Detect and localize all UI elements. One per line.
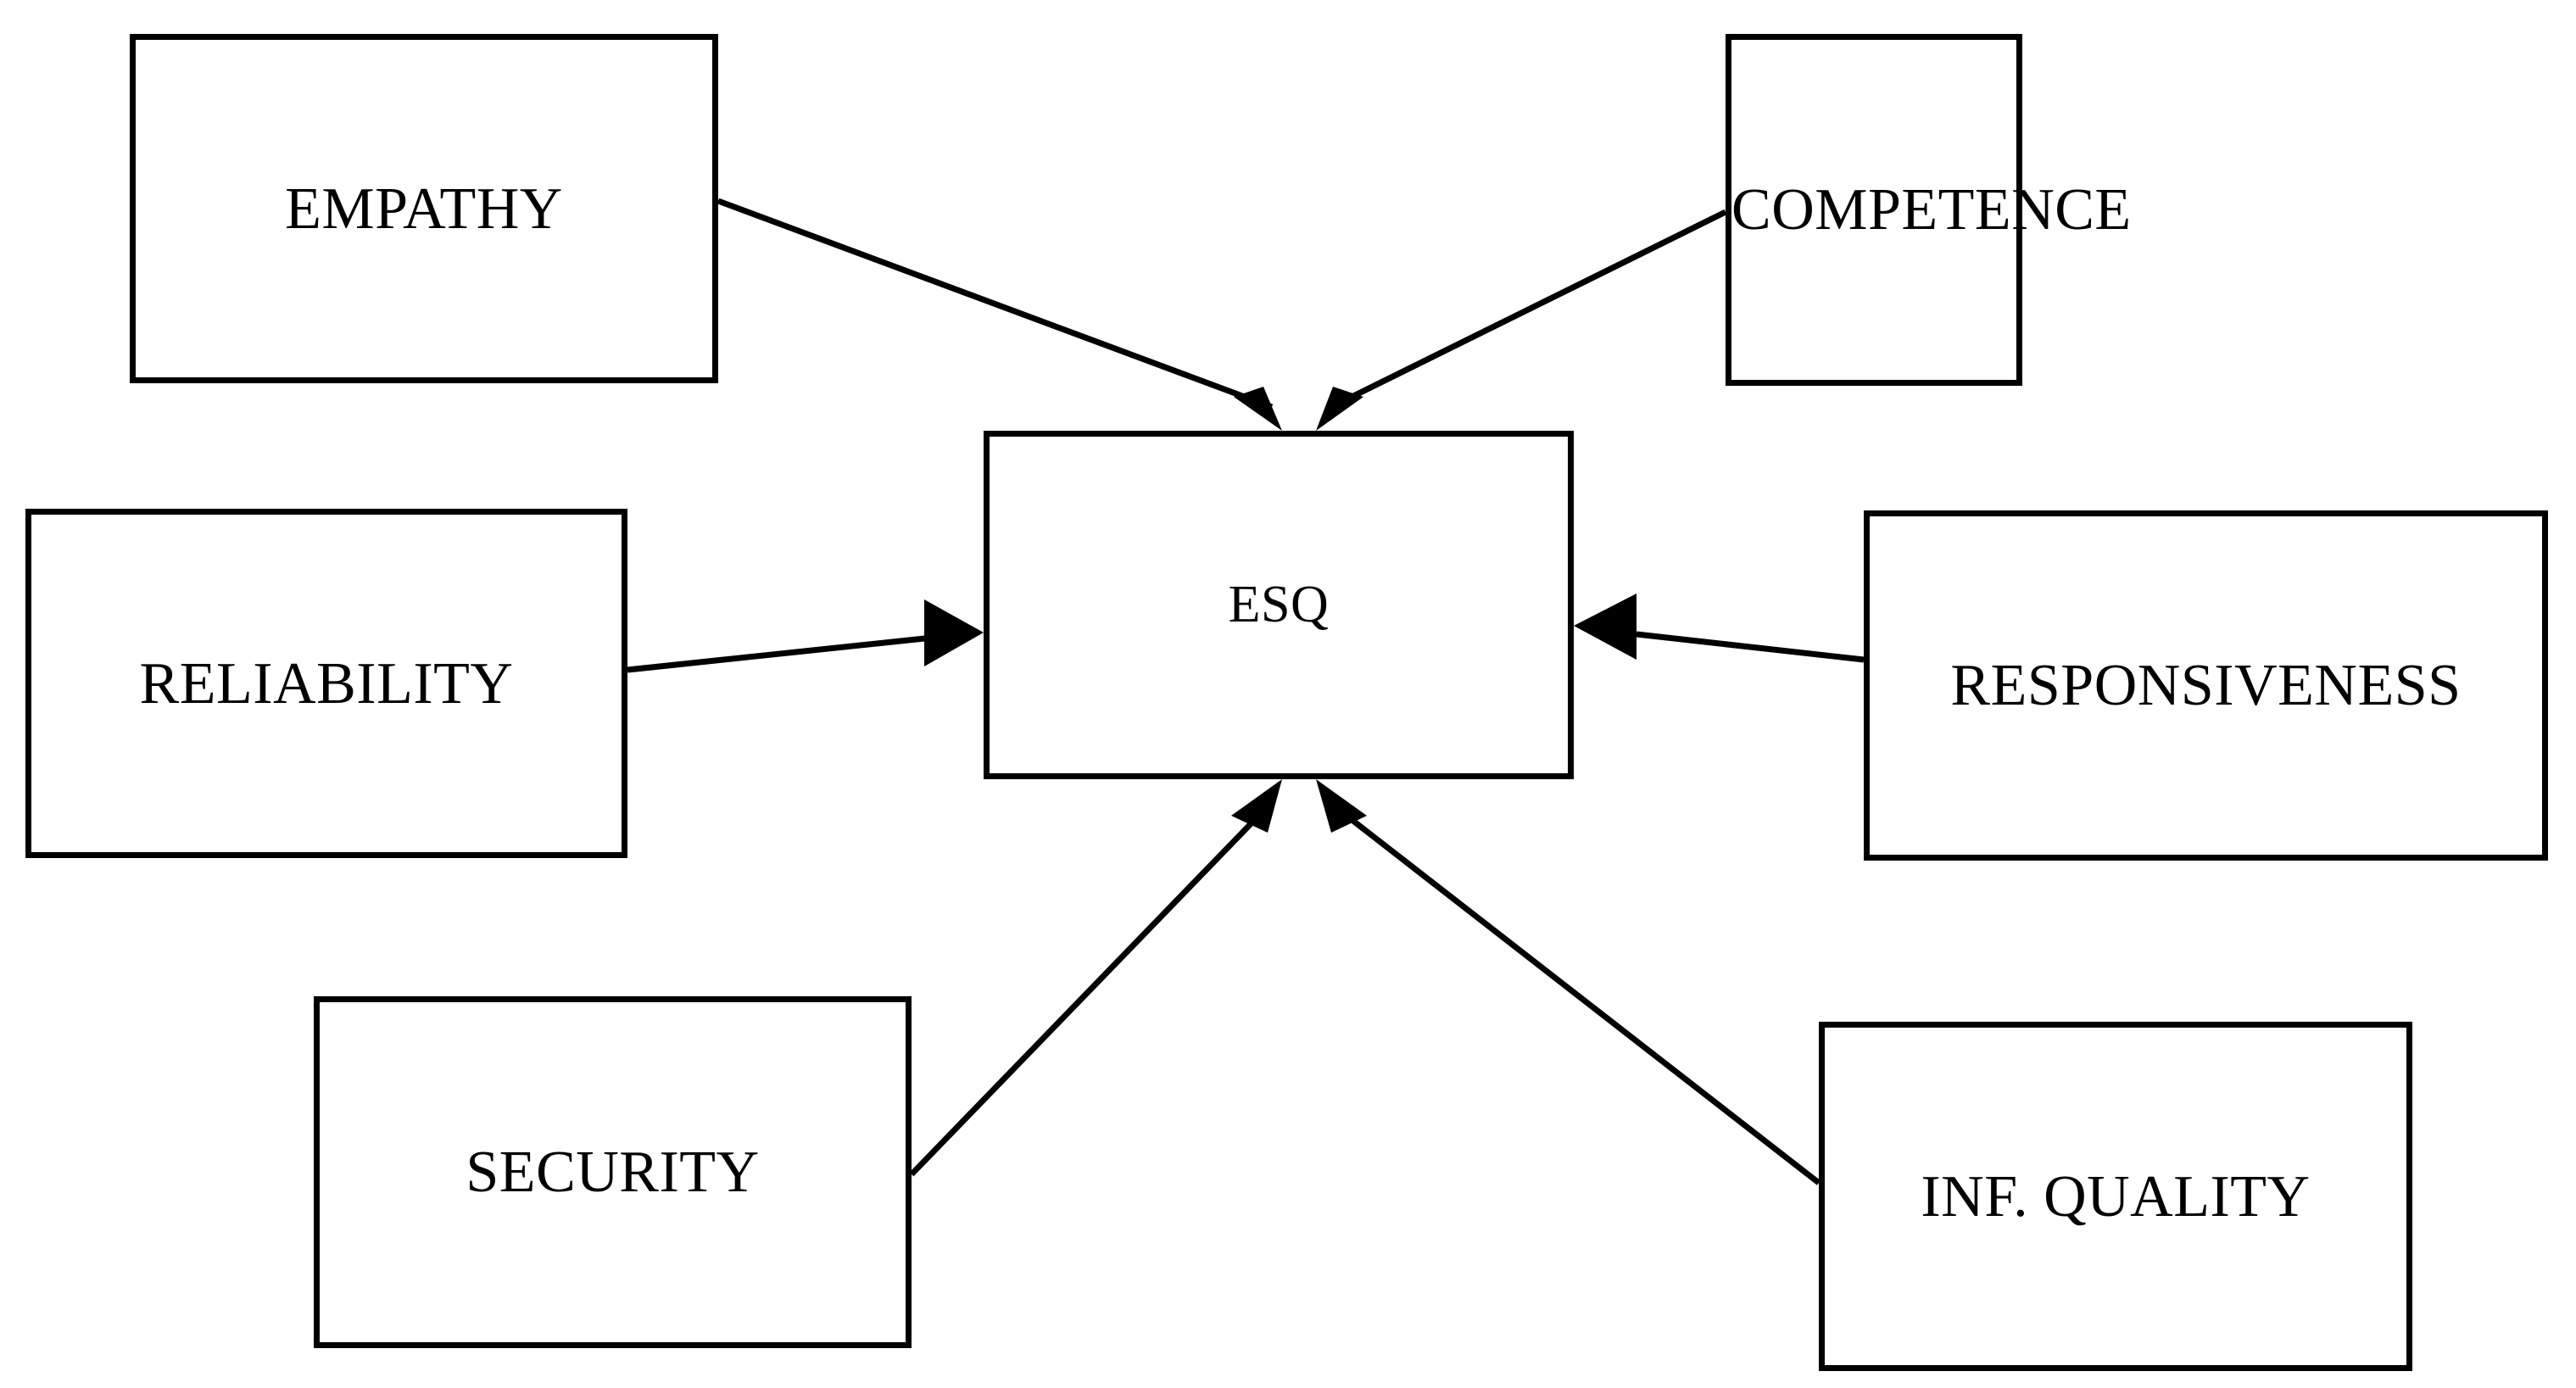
node-reliability[interactable]: RELIABILITY — [25, 509, 627, 858]
edge-empathy-to-esq — [716, 198, 1282, 431]
edge-infquality-to-esq — [1316, 779, 1821, 1185]
node-security[interactable]: SECURITY — [314, 996, 912, 1348]
node-inf-quality[interactable]: INF. QUALITY — [1819, 1022, 2412, 1371]
node-empathy-label: EMPATHY — [285, 176, 563, 242]
node-competence[interactable]: COMPETENCE — [1726, 34, 2132, 386]
node-esq-center[interactable]: ESQ — [984, 431, 1574, 779]
edge-responsiveness-to-esq — [1574, 594, 1865, 663]
edge-competence-to-esq — [1316, 209, 1727, 431]
node-security-label: SECURITY — [466, 1140, 760, 1205]
node-reliability-label: RELIABILITY — [139, 650, 514, 716]
node-inf-quality-label: INF. QUALITY — [1921, 1163, 2311, 1229]
node-competence-label: COMPETENCE — [1731, 177, 2132, 242]
node-esq-label: ESQ — [1228, 576, 1330, 633]
node-empathy[interactable]: EMPATHY — [130, 34, 718, 383]
edge-reliability-to-esq — [627, 599, 984, 673]
edge-security-to-esq — [909, 779, 1282, 1177]
node-responsiveness-label: RESPONSIVENESS — [1950, 653, 2462, 718]
node-responsiveness[interactable]: RESPONSIVENESS — [1864, 510, 2548, 861]
